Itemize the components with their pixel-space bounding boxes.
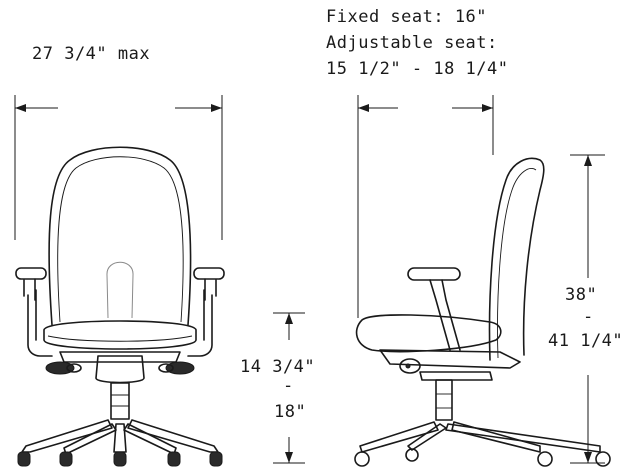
overall-height-max-label: 41 1/4" [548,331,624,351]
seat-depth-label-line2: Adjustable seat: [326,33,498,53]
seat-height-dash: - [283,376,294,396]
overall-height-dimension [570,154,605,464]
overall-height-dash: - [583,307,594,327]
width-dimension [14,95,223,240]
seat-depth-dimension [357,95,494,318]
seat-depth-label-line1: Fixed seat: 16" [326,7,488,27]
seat-depth-label-line3: 15 1/2" - 18 1/4" [326,59,509,79]
seat-height-min-label: 14 3/4" [240,357,316,377]
seat-height-dimension [273,312,305,464]
overall-width-label: 27 3/4" max [32,44,151,64]
front-view-chair [15,146,225,467]
overall-height-min-label: 38" [565,285,598,305]
side-view-chair [354,157,611,467]
seat-height-max-label: 18" [274,402,307,422]
